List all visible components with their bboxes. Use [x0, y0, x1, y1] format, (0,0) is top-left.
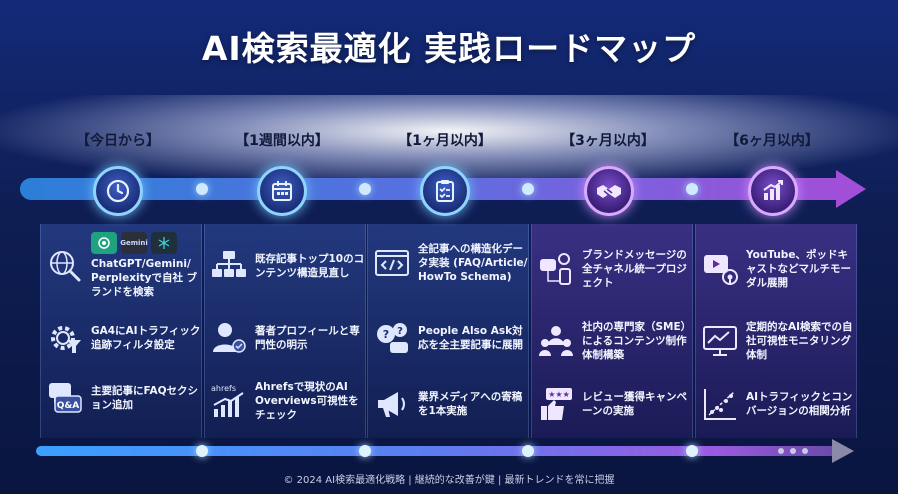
globe-search-icon	[47, 248, 83, 284]
bottom-milestone-dot	[359, 445, 371, 457]
ahrefs-logo: ahrefs	[211, 384, 236, 393]
list-item: YouTube、ポッドキャストなどマルチモーダル展開	[702, 248, 856, 290]
item-text: ChatGPT/Gemini/ Perplexityで自社 ブランドを検索	[91, 258, 198, 298]
list-item: ブランドメッセージの全チャネル統一プロジェクト	[538, 248, 692, 290]
megaphone-icon	[374, 386, 410, 422]
phase-column-3months: ブランドメッセージの全チャネル統一プロジェクト 社内の専門家（SME）によるコン…	[531, 224, 693, 438]
list-item: ahrefs Ahrefsで現状のAI Overviews可視性をチェック	[211, 380, 365, 422]
scatter-trend-icon	[702, 386, 738, 422]
list-item: GA4にAIトラフィック追跡フィルタ設定	[47, 320, 201, 356]
qa-badge: Q&A	[57, 401, 79, 411]
timeline-connector-dot	[196, 183, 208, 195]
item-text: 定期的なAI検索での自社可視性モニタリング体制	[746, 321, 853, 361]
phase-label-3months: 【3ヶ月以内】	[561, 133, 655, 149]
bottom-milestone-dot	[686, 445, 698, 457]
list-item: 既存記事トップ10のコンテンツ構造見直し	[211, 248, 365, 284]
calendar-icon	[257, 166, 307, 216]
list-item: 業界メディアへの寄稿を1本実施	[374, 386, 528, 422]
item-text: YouTube、ポッドキャストなどマルチモーダル展開	[746, 249, 851, 289]
gear-filter-icon	[47, 320, 83, 356]
sitemap-icon	[211, 248, 247, 284]
list-item: 著者プロフィールと専門性の明示	[211, 320, 365, 356]
phase-column-today: Gemini ChatGPT/Gemini/ Perplexityで自社 ブラン…	[40, 224, 202, 438]
svg-text:★★★: ★★★	[548, 390, 570, 399]
ahrefs-chart-icon: ahrefs	[211, 383, 247, 419]
timeline-connector-dot	[359, 183, 371, 195]
qa-bubble-icon: Q&A	[47, 380, 83, 416]
timeline-connector-dot	[686, 183, 698, 195]
perplexity-logo-icon	[151, 232, 177, 254]
item-text: People Also Ask対応を全主要記事に展開	[418, 325, 523, 351]
list-item: 定期的なAI検索での自社可視性モニタリング体制	[702, 320, 856, 362]
bottom-milestone-dot	[196, 445, 208, 457]
experts-team-icon	[538, 323, 574, 359]
question-bubbles-icon: ??	[374, 320, 410, 356]
bottom-progress-bar	[36, 446, 836, 456]
phase-label-today: 【今日から】	[76, 133, 160, 149]
gemini-logo-icon: Gemini	[120, 232, 148, 254]
footer-text: © 2024 AI検索最適化戦略 | 継続的な改善が鍵 | 最新トレンドを常に把…	[283, 475, 615, 486]
item-text: Ahrefsで現状のAI Overviews可視性をチェック	[255, 381, 359, 421]
item-text: レビュー獲得キャンペーンの実施	[582, 391, 687, 417]
bottom-trail-dot	[790, 448, 796, 454]
list-item: AIトラフィックとコンバージョンの相関分析	[702, 386, 856, 422]
bottom-milestone-dot	[522, 445, 534, 457]
item-text: 業界メディアへの寄稿を1本実施	[418, 391, 523, 417]
list-item: Q&A 主要記事にFAQセクション追加	[47, 380, 201, 416]
handshake-icon	[584, 166, 634, 216]
monitor-chart-icon	[702, 323, 738, 359]
page-title: AI検索最適化 実践ロードマップ	[201, 29, 697, 68]
author-profile-icon	[211, 320, 247, 356]
item-text: GA4にAIトラフィック追跡フィルタ設定	[91, 325, 201, 351]
list-item: 全記事への構造化データ実装 (FAQ/Article/ HowTo Schema…	[374, 242, 528, 284]
checklist-icon	[420, 166, 470, 216]
item-text: 主要記事にFAQセクション追加	[91, 385, 199, 411]
review-thumbs-icon: ★★★	[538, 386, 574, 422]
phase-label-1week: 【1週間以内】	[235, 133, 329, 149]
growth-chart-icon	[748, 166, 798, 216]
code-window-icon	[374, 245, 410, 281]
item-text: ブランドメッセージの全チャネル統一プロジェクト	[582, 249, 687, 289]
svg-text:?: ?	[397, 326, 403, 337]
timeline-arrow-head	[836, 170, 866, 208]
item-text: 社内の専門家（SME）によるコンテンツ制作体制構築	[582, 321, 692, 361]
ai-logo-chips: Gemini	[91, 232, 201, 254]
list-item: ?? People Also Ask対応を全主要記事に展開	[374, 320, 528, 356]
chatgpt-logo-icon	[91, 232, 117, 254]
item-text: 既存記事トップ10のコンテンツ構造見直し	[255, 253, 365, 279]
phase-column-6months: YouTube、ポッドキャストなどマルチモーダル展開 定期的なAI検索での自社可…	[695, 224, 857, 438]
clock-icon	[93, 166, 143, 216]
bottom-trail-dot	[802, 448, 808, 454]
item-text: AIトラフィックとコンバージョンの相関分析	[746, 391, 853, 417]
bottom-arrow-head	[832, 439, 854, 463]
list-item: ★★★ レビュー獲得キャンペーンの実施	[538, 386, 692, 422]
phase-column-1month: 全記事への構造化データ実装 (FAQ/Article/ HowTo Schema…	[367, 224, 529, 438]
phase-label-1month: 【1ヶ月以内】	[398, 133, 492, 149]
timeline-connector-dot	[522, 183, 534, 195]
phase-label-6months: 【6ヶ月以内】	[725, 133, 819, 149]
item-text: 著者プロフィールと専門性の明示	[255, 325, 360, 351]
channels-icon	[538, 251, 574, 287]
bottom-trail-dot	[778, 448, 784, 454]
item-text: 全記事への構造化データ実装 (FAQ/Article/ HowTo Schema…	[418, 243, 528, 283]
phase-column-1week: 既存記事トップ10のコンテンツ構造見直し 著者プロフィールと専門性の明示 ahr…	[204, 224, 366, 438]
list-item: 社内の専門家（SME）によるコンテンツ制作体制構築	[538, 320, 692, 362]
video-podcast-icon	[702, 251, 738, 287]
list-item: Gemini ChatGPT/Gemini/ Perplexityで自社 ブラン…	[47, 232, 201, 299]
svg-text:?: ?	[383, 328, 389, 341]
